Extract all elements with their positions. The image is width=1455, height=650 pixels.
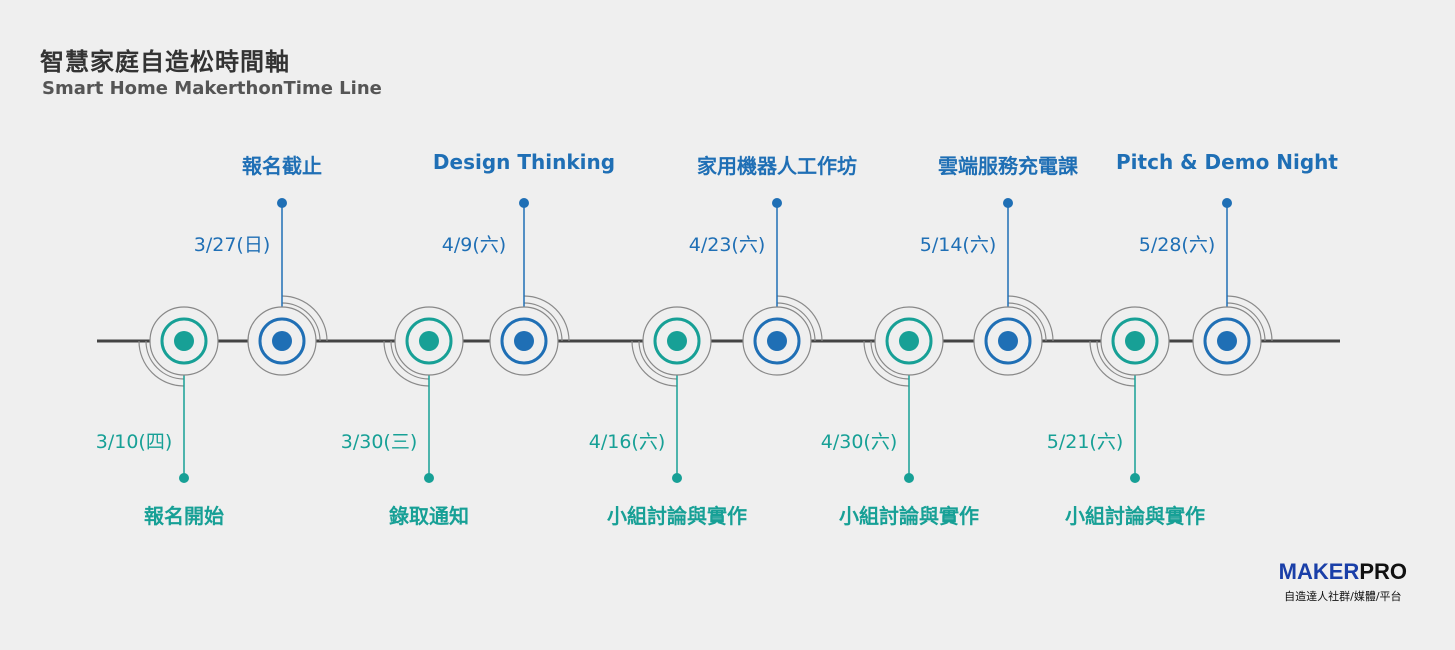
node-arc — [281, 302, 321, 342]
timeline-node — [631, 306, 712, 483]
connector-dot — [1003, 198, 1013, 208]
event-date: 4/30(六) — [820, 431, 898, 453]
event-date: 5/14(六) — [919, 234, 997, 256]
connector-dot — [424, 473, 434, 483]
connector-dot — [519, 198, 529, 208]
timeline-node — [247, 198, 328, 376]
connector-dot — [772, 198, 782, 208]
event-date: 5/21(六) — [1046, 431, 1124, 453]
timeline-node — [742, 198, 823, 376]
node-arc — [1007, 302, 1047, 342]
node-dot — [1217, 331, 1237, 351]
event-date: 3/10(四) — [95, 431, 173, 453]
event-label: 小組討論與實作 — [839, 504, 979, 528]
node-arc — [523, 295, 570, 342]
node-arc — [1226, 295, 1273, 342]
event-date: 5/28(六) — [1138, 234, 1216, 256]
node-dot — [998, 331, 1018, 351]
event-date: 3/30(三) — [340, 431, 418, 453]
node-dot — [899, 331, 919, 351]
connector-dot — [179, 473, 189, 483]
event-label: 家用機器人工作坊 — [697, 154, 857, 178]
timeline-node — [138, 306, 219, 483]
node-arc — [1096, 340, 1136, 380]
node-dot — [272, 331, 292, 351]
connector-dot — [1130, 473, 1140, 483]
node-dot — [1125, 331, 1145, 351]
node-arc — [383, 340, 430, 387]
makerpro-logo: MAKERPRO 自造達人社群/媒體/平台 — [1279, 560, 1407, 604]
brand-name-maker: MAKER — [1278, 559, 1360, 584]
event-date: 4/16(六) — [588, 431, 666, 453]
timeline-node — [1089, 306, 1170, 483]
node-arc — [776, 295, 823, 342]
node-dot — [767, 331, 787, 351]
node-dot — [174, 331, 194, 351]
event-label: 小組討論與實作 — [1065, 504, 1205, 528]
timeline-node — [863, 306, 944, 483]
page-title: 智慧家庭自造松時間軸 — [40, 48, 290, 76]
connector-dot — [904, 473, 914, 483]
node-arc — [138, 340, 185, 387]
node-arc — [1089, 340, 1136, 387]
node-dot — [514, 331, 534, 351]
timeline-node — [383, 306, 464, 483]
node-arc — [638, 340, 678, 380]
node-arc — [145, 340, 185, 380]
event-date: 3/27(日) — [193, 234, 271, 256]
page-subtitle: Smart Home MakerthonTime Line — [42, 78, 382, 99]
event-label: 報名截止 — [242, 154, 322, 178]
event-label: 雲端服務充電課 — [938, 154, 1078, 178]
node-dot — [667, 331, 687, 351]
connector-dot — [277, 198, 287, 208]
node-arc — [631, 340, 678, 387]
node-arc — [776, 302, 816, 342]
node-arc — [863, 340, 910, 387]
node-arc — [1226, 302, 1266, 342]
event-label: 報名開始 — [144, 504, 224, 528]
node-arc — [281, 295, 328, 342]
event-date: 4/9(六) — [441, 234, 507, 256]
connector-dot — [1222, 198, 1232, 208]
timeline-node — [973, 198, 1054, 376]
event-label: 小組討論與實作 — [607, 504, 747, 528]
node-arc — [523, 302, 563, 342]
brand-tagline: 自造達人社群/媒體/平台 — [1284, 590, 1402, 603]
node-arc — [870, 340, 910, 380]
event-label: 錄取通知 — [389, 504, 469, 528]
node-dot — [419, 331, 439, 351]
connector-dot — [672, 473, 682, 483]
event-label: Design Thinking — [432, 150, 616, 174]
node-arc — [390, 340, 430, 380]
timeline-node — [1192, 198, 1273, 376]
event-label: Pitch & Demo Night — [1116, 150, 1338, 174]
node-arc — [1007, 295, 1054, 342]
timeline-node — [489, 198, 570, 376]
brand-name-pro: PRO — [1359, 559, 1407, 584]
event-date: 4/23(六) — [688, 234, 766, 256]
